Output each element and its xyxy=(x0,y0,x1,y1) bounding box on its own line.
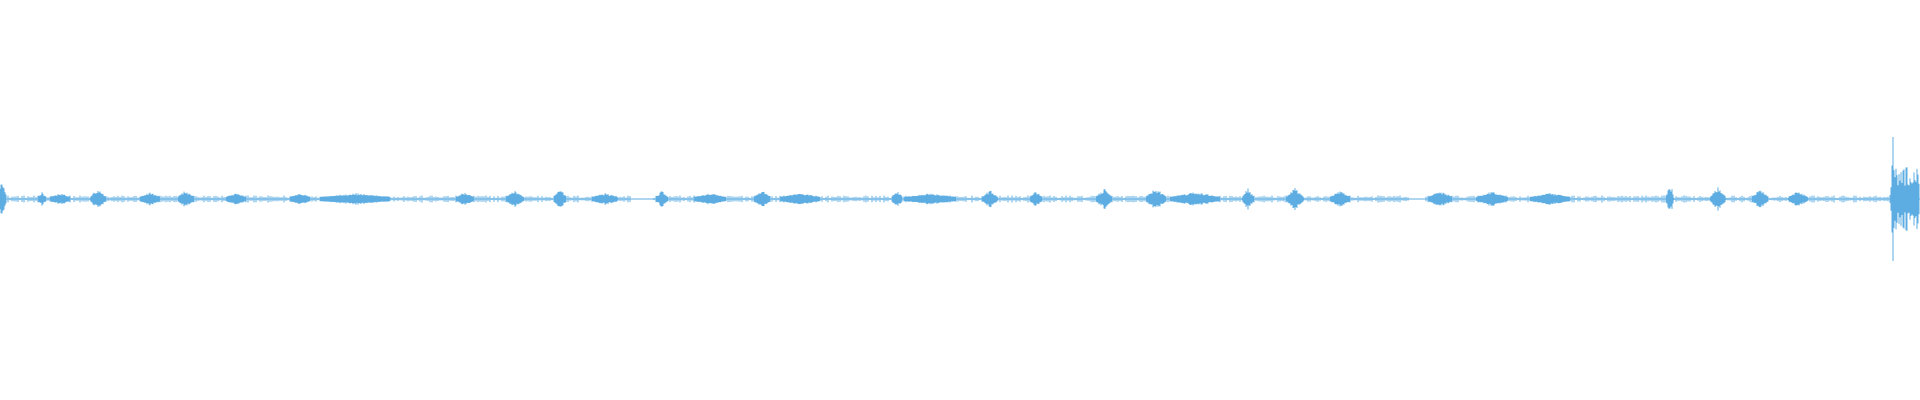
waveform-bars-group xyxy=(0,137,1920,261)
